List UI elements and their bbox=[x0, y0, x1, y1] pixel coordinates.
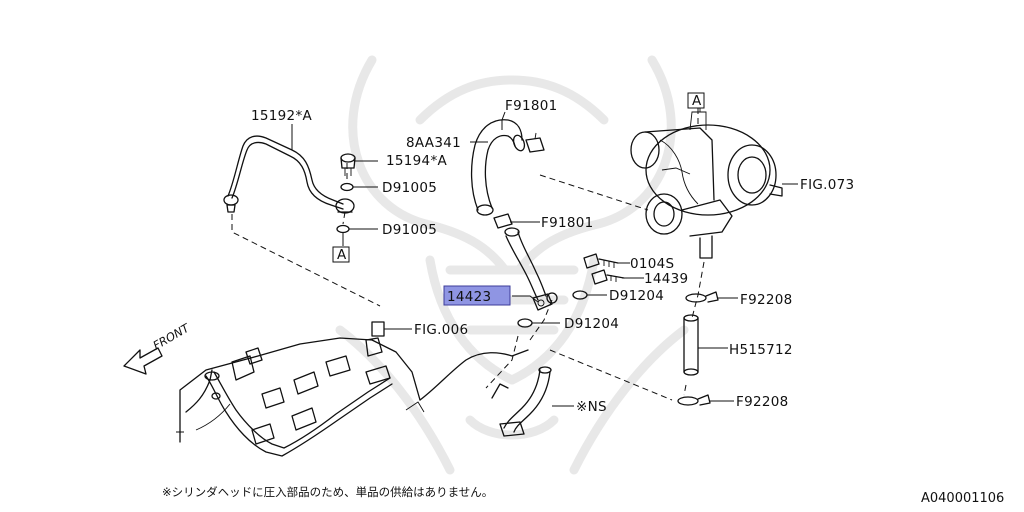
reference-a-left-text: A bbox=[337, 247, 347, 263]
coolant-hose-8aa341 bbox=[470, 119, 526, 216]
callout-f92208-upper[interactable]: F92208 bbox=[740, 292, 793, 308]
callout-d91204-upper[interactable]: D91204 bbox=[609, 288, 664, 304]
callout-h515712[interactable]: H515712 bbox=[729, 342, 793, 358]
front-arrow-label: FRONT bbox=[151, 320, 193, 352]
hose-clamp-middle bbox=[493, 213, 513, 229]
hose-h515712 bbox=[683, 314, 699, 376]
reference-a-top-text: A bbox=[692, 93, 702, 109]
footnote-text: ※シリンダヘッドに圧入部品のため、単品の供給はありません。 bbox=[162, 485, 493, 499]
callout-14439[interactable]: 14439 bbox=[644, 271, 688, 287]
diagram-code: A040001106 bbox=[921, 491, 1004, 506]
callout-fig073[interactable]: FIG.073 bbox=[800, 177, 854, 193]
callout-f91801-top[interactable]: F91801 bbox=[505, 98, 558, 114]
callout-0104s[interactable]: 0104S bbox=[630, 256, 674, 272]
ns-pipe bbox=[491, 366, 574, 437]
clip-f92208-upper bbox=[685, 291, 719, 303]
clip-f92208-lower bbox=[677, 394, 711, 406]
label-not-supplied: ※NS bbox=[576, 399, 607, 415]
water-pipe-14423 bbox=[504, 227, 558, 311]
engine-block bbox=[176, 321, 529, 457]
callout-14423-selected[interactable]: 14423 bbox=[447, 289, 491, 305]
callout-fig006[interactable]: FIG.006 bbox=[414, 322, 468, 338]
hose-clamp-upper bbox=[525, 132, 545, 153]
turbocharger bbox=[630, 104, 783, 259]
leader-lines-left bbox=[291, 124, 378, 246]
reference-box-a-top: A bbox=[687, 92, 705, 109]
callout-f92208-lower[interactable]: F92208 bbox=[736, 394, 789, 410]
callout-d91005-lower[interactable]: D91005 bbox=[382, 222, 437, 238]
gasket-lower bbox=[336, 224, 350, 234]
leader-lines-middle bbox=[470, 111, 644, 324]
reference-box-a-left: A bbox=[332, 246, 350, 263]
callout-15192a[interactable]: 15192*A bbox=[251, 108, 312, 124]
gasket-upper bbox=[340, 182, 354, 192]
callout-f91801-middle[interactable]: F91801 bbox=[541, 215, 594, 231]
dashed-guides bbox=[231, 108, 705, 401]
front-arrow-icon bbox=[123, 347, 163, 375]
callout-d91204-lower[interactable]: D91204 bbox=[564, 316, 619, 332]
bolt-14439 bbox=[591, 269, 625, 285]
callout-8aa341[interactable]: 8AA341 bbox=[406, 135, 461, 151]
callout-d91005-upper[interactable]: D91005 bbox=[382, 180, 437, 196]
oil-feed-hose-assembly bbox=[223, 135, 355, 214]
callout-15194a[interactable]: 15194*A bbox=[386, 153, 447, 169]
bolt-0104s bbox=[583, 253, 619, 269]
selected-part-highlight bbox=[443, 285, 511, 306]
leader-lines-right bbox=[698, 297, 738, 402]
union-bolt bbox=[340, 153, 356, 176]
